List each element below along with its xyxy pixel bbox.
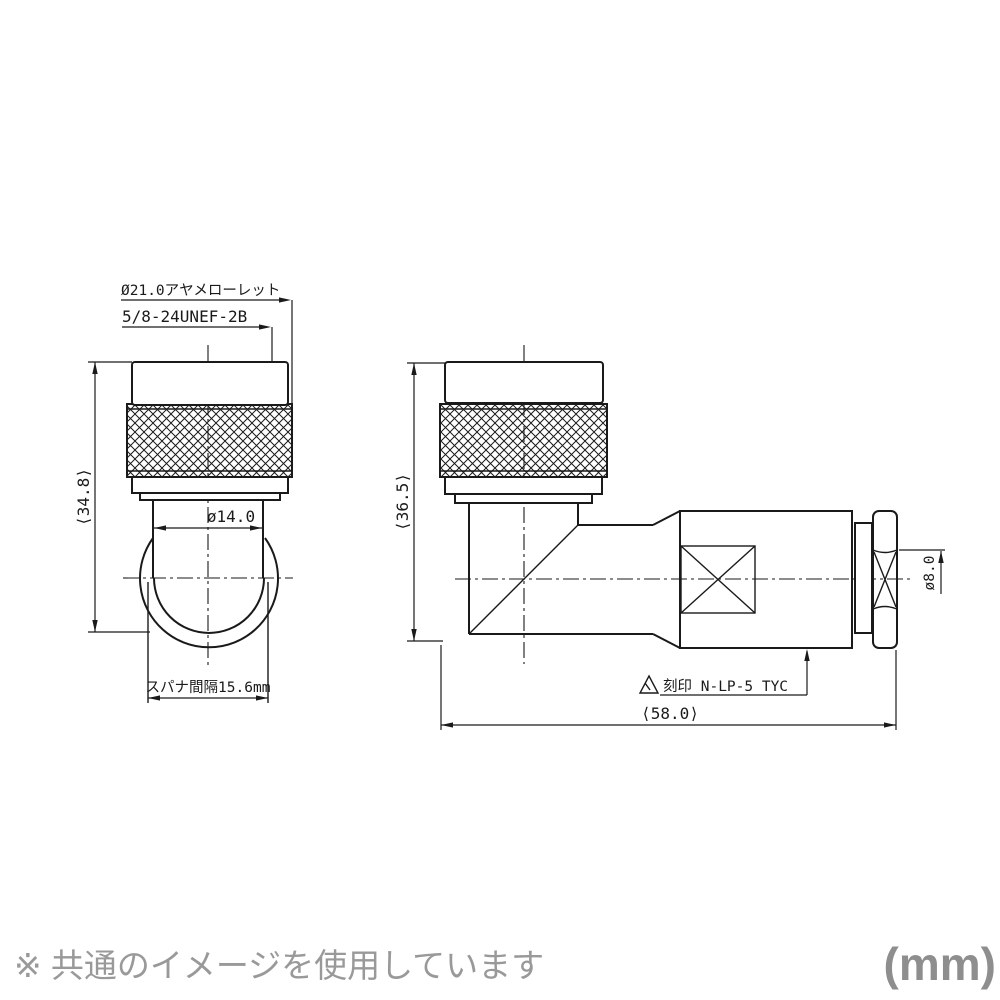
knurl-band — [126, 403, 293, 478]
knurl-band-side — [439, 403, 608, 478]
nut-step-1-side — [444, 476, 603, 495]
unit-label: (mm) — [884, 938, 996, 990]
dim-spanner-text: スパナ間隔15.6mm — [146, 679, 271, 696]
dim-58: ⟨58.0⟩ — [440, 645, 897, 730]
dim-36-5-text: ⟨36.5⟩ — [393, 473, 412, 531]
label-marking: 刻印 N-LP-5 TYC — [638, 649, 810, 696]
dim-14-text: ø14.0 — [207, 507, 255, 526]
miter-line — [468, 524, 579, 635]
label-marking-text: 刻印 N-LP-5 TYC — [663, 678, 788, 695]
nut-step-2-side — [454, 493, 593, 504]
groove — [854, 522, 873, 634]
nut-front-side — [444, 361, 604, 404]
footer-note: ※ 共通のイメージを使用しています — [14, 947, 544, 984]
footer: ※ 共通のイメージを使用しています (mm) — [14, 938, 996, 990]
dim-8: ø8.0 — [899, 549, 945, 594]
elbow-body-side — [468, 503, 898, 649]
label-knurl-dia: Ø21.0アヤメローレット — [121, 283, 293, 404]
label-knurl-dia-text: Ø21.0アヤメローレット — [121, 283, 280, 299]
dim-34-8: ⟨34.8⟩ — [74, 361, 150, 633]
nut-step-2 — [139, 492, 281, 501]
nut-step-1 — [131, 476, 289, 494]
dim-8-text: ø8.0 — [922, 556, 938, 591]
dim-58-text: ⟨58.0⟩ — [641, 704, 699, 723]
crimp-square — [680, 545, 756, 614]
nut-front — [131, 361, 289, 406]
dim-34-8-text: ⟨34.8⟩ — [74, 468, 93, 526]
cable-nut — [872, 510, 898, 649]
left-view: ⟨34.8⟩ ø14.0 スパナ間隔15.6mm Ø21.0アヤメローレット 5… — [74, 283, 293, 703]
barrel — [679, 510, 853, 649]
revision-triangle-icon — [638, 674, 660, 694]
dim-spanner: スパナ間隔15.6mm — [146, 679, 271, 701]
elbow-tube-arc — [153, 577, 265, 634]
elbow-body-outline — [139, 537, 279, 649]
dim-36-5: ⟨36.5⟩ — [393, 362, 445, 642]
label-thread-text: 5/8-24UNEF-2B — [122, 307, 247, 326]
right-view: ⟨36.5⟩ ⟨58.0⟩ ø8.0 刻印 N-LP-5 TYC — [393, 345, 945, 730]
dim-14: ø14.0 — [154, 507, 262, 531]
label-thread: 5/8-24UNEF-2B — [122, 307, 273, 361]
